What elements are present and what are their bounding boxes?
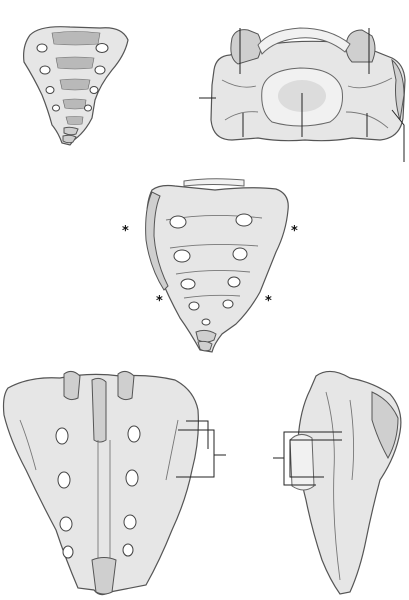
asterisk-marker-1: *	[122, 224, 129, 239]
sacrum-anterior-small	[23, 26, 129, 146]
posterior-view-leader-lines	[176, 420, 226, 478]
superior-view-leader-lines	[199, 28, 405, 162]
sacrum-posterior-view	[2, 370, 199, 596]
sacrum-lateral-view	[289, 370, 402, 595]
lateral-view-leader-lines	[273, 431, 342, 486]
asterisk-marker-3: *	[156, 294, 163, 309]
sacrum-anterior-view	[145, 178, 289, 353]
asterisk-markers: * * * *	[122, 224, 298, 309]
asterisk-marker-4: *	[265, 294, 272, 309]
asterisk-marker-2: *	[291, 224, 298, 239]
